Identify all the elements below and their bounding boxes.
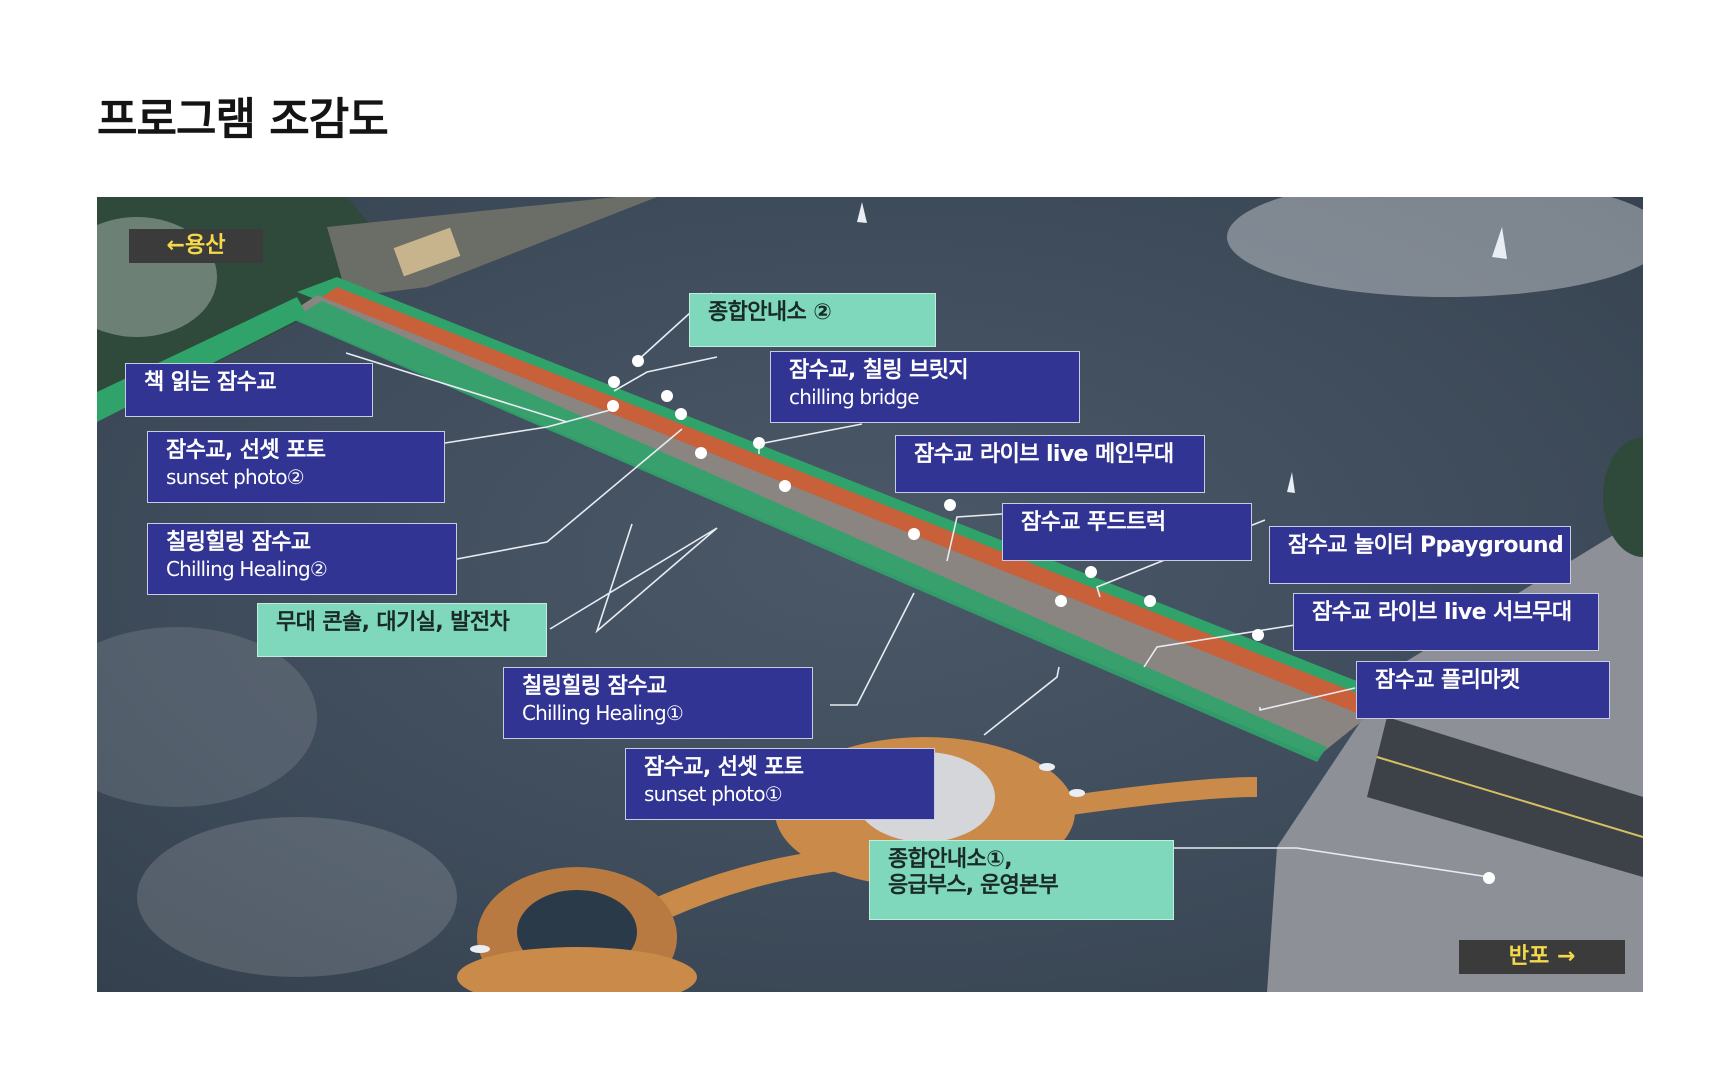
- glare-bottom-left: [137, 817, 457, 977]
- boat-icon-3: [470, 945, 490, 953]
- direction-banpo-label: 반포: [1508, 944, 1550, 969]
- direction-yongsan: ←용산: [129, 229, 263, 263]
- label-food-truck: 잠수교 푸드트럭: [1002, 503, 1252, 561]
- sailboat-icon-2: [857, 202, 867, 223]
- label-reading-bridge: 책 읽는 잠수교: [125, 363, 373, 417]
- label-playground: 잠수교 놀이터 Ppayground: [1269, 526, 1571, 584]
- direction-yongsan-label: 용산: [184, 233, 226, 258]
- direction-banpo: 반포 →: [1459, 940, 1625, 974]
- page-title: 프로그램 조감도: [97, 94, 389, 145]
- label-chilling-healing-1: 칠링힐링 잠수교 Chilling Healing①: [503, 667, 813, 739]
- label-live-main-stage: 잠수교 라이브 live 메인무대: [895, 435, 1205, 493]
- label-stage-console: 무대 콘솔, 대기실, 발전차: [257, 603, 547, 657]
- aerial-diagram: ←용산 반포 → 종합안내소 ② 책 읽는 잠수교 잠수교, 칠링 브릿지 ch…: [97, 197, 1643, 992]
- boat-icon-2: [1069, 789, 1085, 797]
- label-live-sub-stage: 잠수교 라이브 live 서브무대: [1293, 593, 1599, 651]
- label-info-center-1: 종합안내소①, 응급부스, 운영본부: [869, 840, 1174, 920]
- road-line: [1376, 756, 1643, 838]
- label-sunset-photo-2: 잠수교, 선셋 포토 sunset photo②: [147, 431, 445, 503]
- boat-icon: [1039, 763, 1055, 771]
- label-chilling-bridge: 잠수교, 칠링 브릿지 chilling bridge: [770, 351, 1080, 423]
- walkway-left: [657, 845, 937, 917]
- cloud-top-right: [1227, 197, 1643, 297]
- label-flea-market: 잠수교 플리마켓: [1356, 661, 1610, 719]
- right-arrow-icon: →: [1556, 944, 1576, 969]
- island-ring-base: [457, 947, 697, 992]
- walkway-right: [1057, 777, 1257, 817]
- sailboat-icon: [1492, 227, 1507, 259]
- right-trees: [1603, 437, 1643, 557]
- glare-left: [97, 627, 317, 807]
- label-sunset-photo-1: 잠수교, 선셋 포토 sunset photo①: [625, 748, 935, 820]
- right-road: [1367, 717, 1643, 877]
- sailboat-icon-3: [1287, 472, 1295, 493]
- label-info-center-2: 종합안내소 ②: [689, 293, 936, 347]
- left-arrow-icon: ←: [166, 233, 185, 258]
- leader-dots: [607, 355, 1495, 884]
- plaza: [393, 227, 461, 277]
- label-chilling-healing-2: 칠링힐링 잠수교 Chilling Healing②: [147, 523, 457, 595]
